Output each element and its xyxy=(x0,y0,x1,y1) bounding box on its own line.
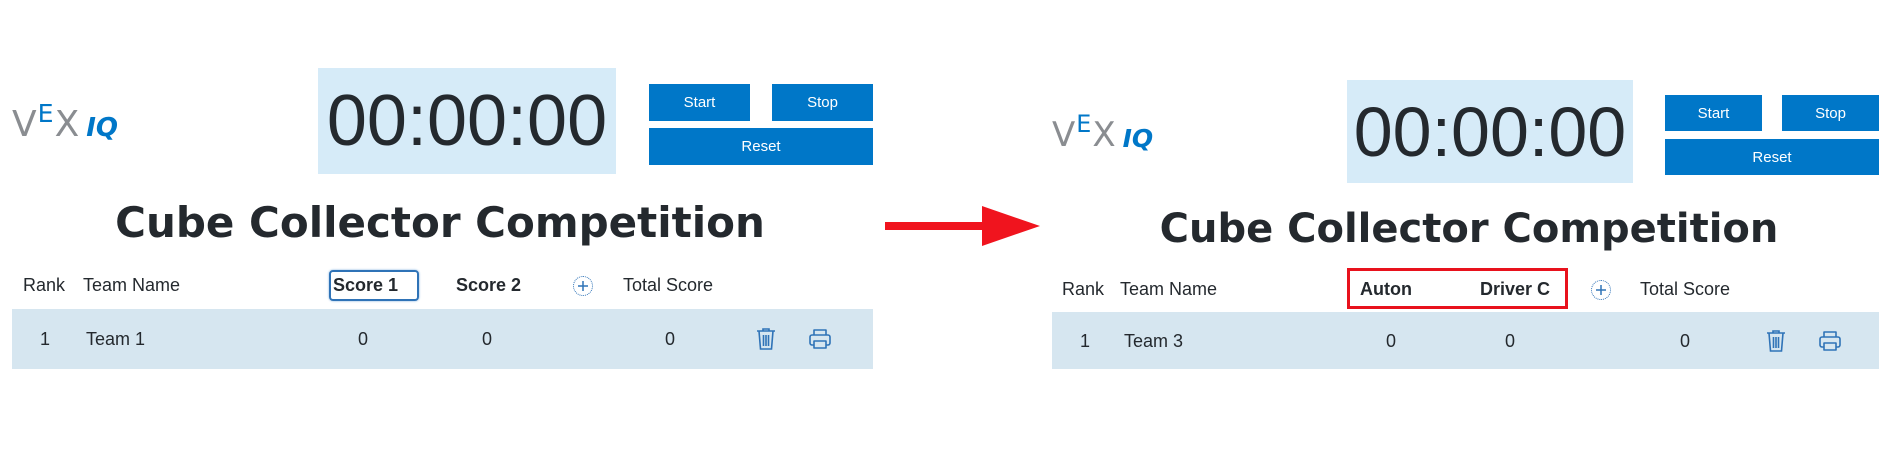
vex-iq-logo: VEX IQ xyxy=(1052,110,1154,155)
row-score1[interactable]: 0 xyxy=(1386,331,1397,351)
header-total-score: Total Score xyxy=(623,275,714,295)
header-team-name: Team Name xyxy=(1120,279,1218,299)
header-total-score: Total Score xyxy=(1640,279,1731,299)
print-icon[interactable] xyxy=(808,328,832,355)
add-column-icon[interactable] xyxy=(1591,280,1611,300)
score1-header-input[interactable]: Score 1 xyxy=(329,270,419,301)
row-rank: 1 xyxy=(40,329,51,349)
start-button[interactable]: Start xyxy=(1665,95,1762,131)
timer-display: 00:00:00 xyxy=(1347,80,1633,183)
renamed-headers-highlight xyxy=(1347,268,1568,309)
add-column-icon[interactable] xyxy=(573,276,593,296)
page-title: Cube Collector Competition xyxy=(1159,206,1779,252)
row-score2[interactable]: 0 xyxy=(1505,331,1516,351)
row-team-name[interactable]: Team 1 xyxy=(86,329,146,349)
header-rank: Rank xyxy=(1062,279,1105,299)
header-rank: Rank xyxy=(23,275,66,295)
start-button[interactable]: Start xyxy=(649,84,750,121)
header-team-name: Team Name xyxy=(83,275,181,295)
reset-button[interactable]: Reset xyxy=(1665,139,1879,175)
print-icon[interactable] xyxy=(1818,330,1842,357)
stop-button[interactable]: Stop xyxy=(772,84,873,121)
header-score2[interactable]: Score 2 xyxy=(456,275,522,295)
vex-iq-logo: VEX IQ xyxy=(12,99,119,145)
row-team-name[interactable]: Team 3 xyxy=(1124,331,1184,351)
timer-display: 00:00:00 xyxy=(318,68,616,174)
trash-icon[interactable] xyxy=(756,327,776,356)
before-panel: VEX IQ 00:00:00 Start Stop Reset Cube Co… xyxy=(0,0,880,452)
page-title: Cube Collector Competition xyxy=(115,198,765,247)
trash-icon[interactable] xyxy=(1766,329,1786,358)
row-score2[interactable]: 0 xyxy=(482,329,493,349)
table-row xyxy=(12,309,873,369)
arrow-right-icon xyxy=(885,206,1040,246)
header-score1[interactable]: Auton xyxy=(1360,279,1412,299)
reset-button[interactable]: Reset xyxy=(649,128,873,165)
table-row xyxy=(1052,312,1879,369)
row-total: 0 xyxy=(1680,331,1691,351)
after-panel: VEX IQ 00:00:00 Start Stop Reset Cube Co… xyxy=(1040,0,1898,452)
row-rank: 1 xyxy=(1080,331,1091,351)
header-score2[interactable]: Driver C xyxy=(1480,279,1551,299)
stop-button[interactable]: Stop xyxy=(1782,95,1879,131)
row-total: 0 xyxy=(665,329,676,349)
row-score1[interactable]: 0 xyxy=(358,329,369,349)
